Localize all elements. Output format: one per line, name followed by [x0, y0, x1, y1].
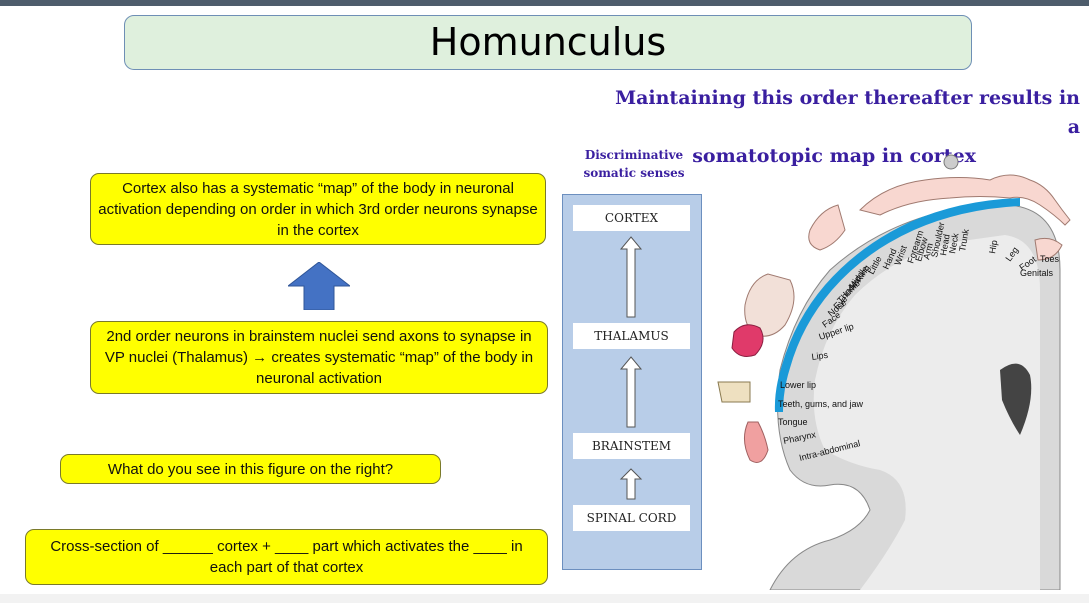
hollow-up-arrow-icon	[619, 468, 643, 500]
label-trunk: Trunk	[957, 228, 971, 253]
pathway-heading: Discriminative somatic senses	[572, 146, 696, 182]
stage-cortex: CORTEX	[573, 205, 690, 231]
label-arm: Arm	[921, 242, 935, 260]
fill-in-blank-box: Cross-section of ______ cortex + ____ pa…	[25, 529, 548, 585]
label-genitals: Genitals	[1020, 268, 1054, 278]
homunculus-body	[859, 174, 1071, 226]
second-order-neurons-box: 2nd order neurons in brainstem nuclei se…	[90, 321, 548, 394]
stage-spinal-cord: SPINAL CORD	[573, 505, 690, 531]
sensory-homunculus-figure: Trunk Neck Head Shoulder Arm Elbow Forea…	[717, 154, 1071, 590]
label-tongue: Tongue	[778, 417, 808, 427]
hollow-up-arrow-icon	[619, 356, 643, 428]
homunculus-foot	[1034, 237, 1063, 261]
white-matter	[813, 235, 1040, 590]
label-head: Head	[938, 233, 952, 256]
label-lips: Lips	[811, 350, 829, 362]
fill-in-blank-text: Cross-section of ______ cortex + ____ pa…	[50, 538, 523, 576]
homunculus-tongue	[744, 421, 769, 463]
ventricle	[1000, 363, 1032, 435]
cortex-map-box: Cortex also has a systematic “map” of th…	[90, 173, 546, 245]
label-lower-lip: Lower lip	[780, 380, 816, 390]
question-text: What do you see in this figure on the ri…	[107, 460, 394, 478]
second-order-neurons-text: 2nd order neurons in brainstem nuclei se…	[104, 328, 534, 387]
label-neck: Neck	[947, 232, 960, 254]
pathway-heading-line-1: Discriminative	[584, 148, 684, 162]
homunculus-lips	[731, 324, 764, 357]
stage-brainstem: BRAINSTEM	[573, 433, 690, 459]
slide-subtitle: Maintaining this order thereafter result…	[600, 84, 1080, 171]
window-bottom-bar	[0, 594, 1089, 603]
homunculus-jaw	[717, 381, 751, 403]
stage-thalamus: THALAMUS	[573, 323, 690, 349]
label-toes: Toes	[1040, 254, 1060, 264]
pathway-heading-line-2: somatic senses	[583, 166, 685, 180]
question-box: What do you see in this figure on the ri…	[60, 454, 441, 484]
homunculus-head	[943, 154, 959, 170]
slide-title-box: Homunculus	[124, 15, 972, 70]
subtitle-line-2: somatotopic map in cortex	[692, 145, 976, 167]
cortex-map-text: Cortex also has a systematic “map” of th…	[98, 179, 538, 239]
label-teeth-gums-jaw: Teeth, gums, and jaw	[778, 399, 864, 409]
subtitle-line-1: Maintaining this order thereafter result…	[615, 87, 1080, 138]
homunculus-hand	[808, 204, 846, 251]
up-arrow-icon	[288, 262, 350, 310]
window-top-bar	[0, 0, 1089, 6]
sensory-pathway-diagram: CORTEX THALAMUS BRAINSTEM SPINAL CORD	[562, 194, 702, 570]
label-hip: Hip	[987, 239, 999, 254]
hollow-up-arrow-icon	[619, 236, 643, 318]
slide-title: Homunculus	[429, 20, 667, 64]
